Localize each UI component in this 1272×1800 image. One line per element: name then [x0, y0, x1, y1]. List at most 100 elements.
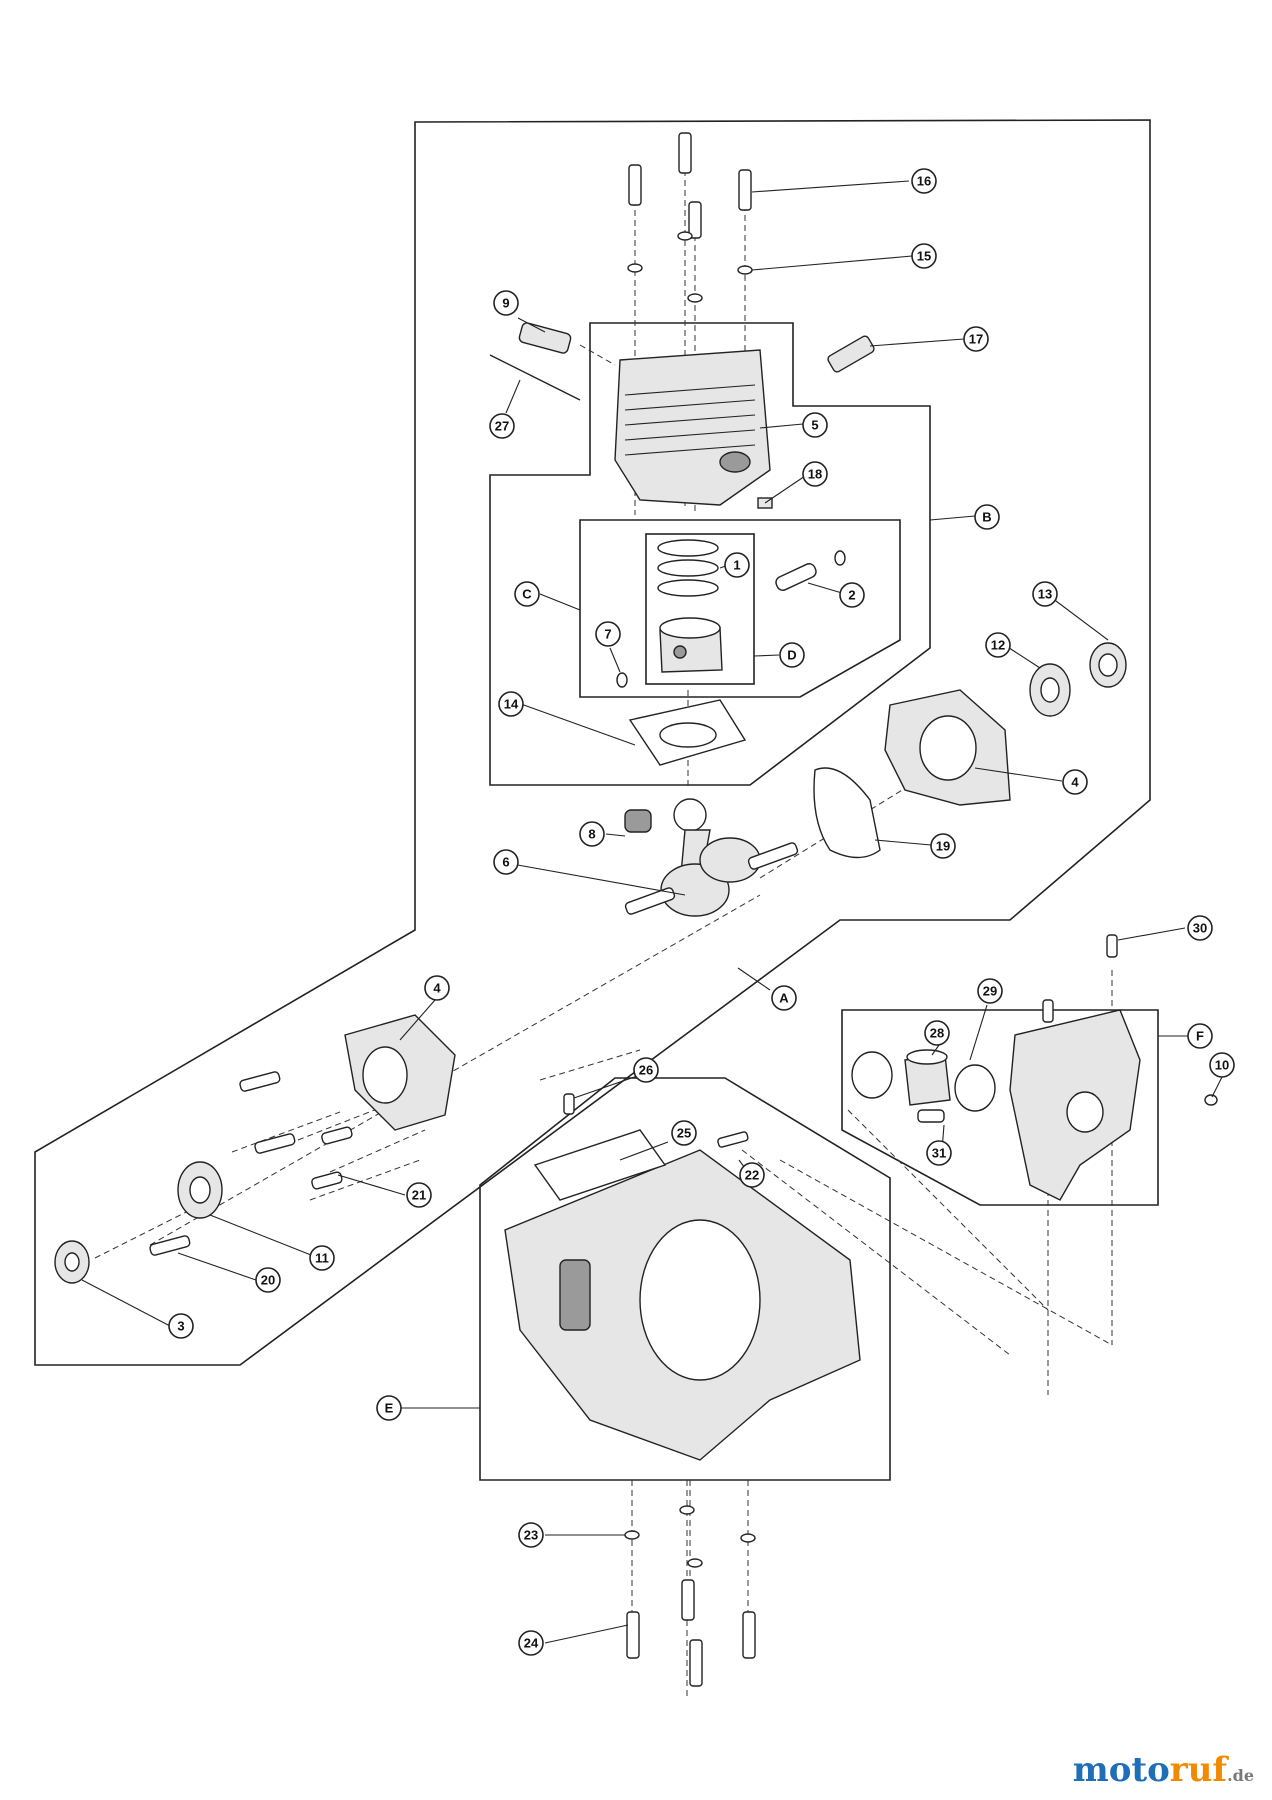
callout-19: 19: [930, 833, 956, 859]
callout-3: 3: [168, 1313, 194, 1339]
svg-text:B: B: [982, 510, 991, 525]
crankcase-half-left: [344, 1014, 456, 1131]
svg-text:17: 17: [969, 332, 983, 347]
needle-bearing: [624, 809, 652, 833]
piston: [659, 617, 723, 673]
sleeve-pin: [917, 1109, 945, 1123]
svg-text:18: 18: [808, 467, 822, 482]
callout-7: 7: [595, 621, 621, 647]
callout-18: 18: [802, 461, 828, 487]
callout-12: 12: [985, 632, 1011, 658]
svg-text:5: 5: [811, 418, 818, 433]
callout-16: 16: [911, 168, 937, 194]
callout-6: 6: [493, 849, 519, 875]
watermark-logo: motoruf.de: [1073, 1750, 1254, 1790]
decompression-valve: [518, 322, 572, 354]
callout-8: 8: [579, 821, 605, 847]
callout-F: F: [1187, 1023, 1213, 1049]
bottom-bolts: [626, 1579, 756, 1687]
callout-31: 31: [926, 1140, 952, 1166]
piston-pin: [775, 563, 817, 591]
svg-text:16: 16: [917, 174, 931, 189]
housing-pin: [717, 1131, 749, 1148]
callout-1: 1: [724, 552, 750, 578]
small-screw: [1204, 1094, 1218, 1106]
svg-text:7: 7: [604, 627, 611, 642]
callout-A: A: [771, 985, 797, 1011]
intake-sleeve: [904, 1049, 951, 1106]
callout-11: 11: [309, 1245, 335, 1271]
bearing-11: [177, 1161, 223, 1219]
svg-text:30: 30: [1193, 921, 1207, 936]
spark-plug: [827, 335, 875, 373]
callout-29: 29: [977, 978, 1003, 1004]
intake-screw: [1042, 999, 1054, 1023]
callout-25: 25: [671, 1120, 697, 1146]
watermark-brand-2: ruf: [1169, 1750, 1228, 1790]
assembly-outline-D: [645, 533, 755, 685]
watermark-brand-1: moto: [1072, 1750, 1170, 1790]
callout-24: 24: [518, 1630, 544, 1656]
svg-text:14: 14: [504, 697, 519, 712]
svg-text:13: 13: [1038, 587, 1052, 602]
crankcase-housing: [504, 1149, 861, 1461]
seal-13: [1089, 642, 1127, 688]
svg-text:A: A: [779, 991, 789, 1006]
callout-B: B: [974, 504, 1000, 530]
svg-text:4: 4: [433, 981, 441, 996]
svg-text:26: 26: [639, 1063, 653, 1078]
crankshaft: [624, 798, 799, 917]
callout-26: 26: [633, 1057, 659, 1083]
crankcase-half-right: [884, 689, 1011, 806]
callout-30: 30: [1187, 915, 1213, 941]
svg-text:15: 15: [917, 249, 931, 264]
assembly-outline-B: [489, 322, 931, 786]
svg-text:31: 31: [932, 1146, 946, 1161]
callout-C: C: [514, 581, 540, 607]
assembly-outline-F: [841, 1009, 1159, 1206]
svg-text:29: 29: [983, 984, 997, 999]
piston-rings: [657, 539, 719, 597]
svg-text:E: E: [385, 1401, 394, 1416]
piston-clip-lower: [616, 672, 628, 688]
assembly-outline-A: [34, 119, 1151, 1366]
cylinder-washers: [627, 231, 753, 303]
assembly-outline-C: [579, 519, 901, 698]
seal-ring-right: [954, 1064, 996, 1112]
callout-14: 14: [498, 691, 524, 717]
callout-22: 22: [739, 1162, 765, 1188]
svg-text:27: 27: [495, 419, 509, 434]
callout-E: E: [376, 1395, 402, 1421]
callout-21: 21: [406, 1182, 432, 1208]
svg-text:3: 3: [177, 1319, 184, 1334]
svg-text:10: 10: [1215, 1058, 1229, 1073]
bottom-washers: [624, 1505, 756, 1568]
callout-27: 27: [489, 413, 515, 439]
svg-text:28: 28: [930, 1026, 944, 1041]
crankcase-bolts: [149, 1071, 353, 1256]
cylinder-bolts: [628, 132, 752, 239]
housing-label: [533, 1129, 667, 1201]
callout-4-left: 4: [424, 975, 450, 1001]
intake-screw-top: [1106, 934, 1118, 958]
callout-4-right: 4: [1062, 769, 1088, 795]
svg-text:12: 12: [991, 638, 1005, 653]
svg-text:22: 22: [745, 1168, 759, 1183]
svg-text:11: 11: [315, 1251, 329, 1266]
assembly-outline-E: [479, 1077, 891, 1481]
svg-text:21: 21: [412, 1188, 426, 1203]
callout-13: 13: [1032, 581, 1058, 607]
callout-D: D: [779, 642, 805, 668]
svg-text:4: 4: [1071, 775, 1079, 790]
svg-text:1: 1: [733, 558, 740, 573]
svg-text:8: 8: [588, 827, 595, 842]
svg-text:6: 6: [502, 855, 509, 870]
callout-20: 20: [255, 1267, 281, 1293]
cylinder-gasket-bore: [659, 722, 717, 748]
callout-23: 23: [518, 1522, 544, 1548]
svg-text:25: 25: [677, 1126, 691, 1141]
svg-text:23: 23: [524, 1528, 538, 1543]
intake-housing: [1009, 1009, 1141, 1201]
svg-text:24: 24: [524, 1636, 539, 1651]
